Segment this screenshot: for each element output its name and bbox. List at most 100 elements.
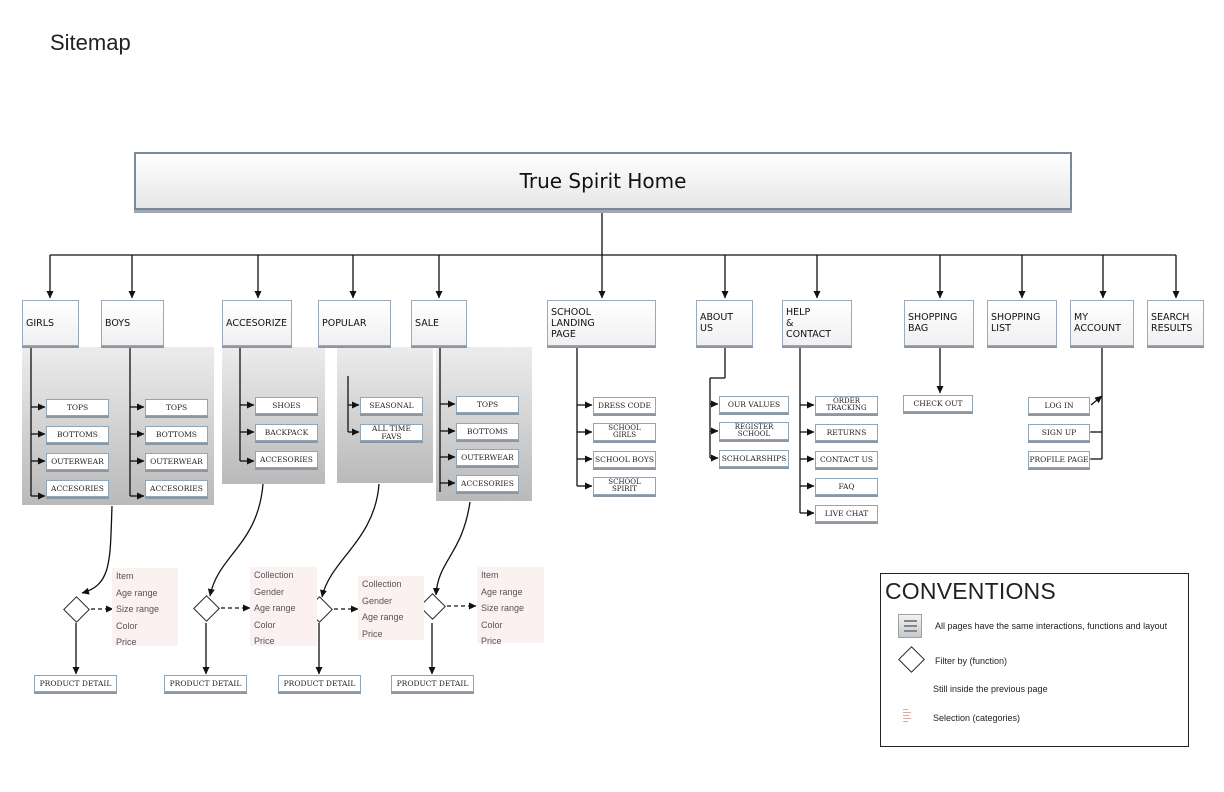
convention-same-layout-text: All pages have the same interactions, fu… <box>935 621 1168 631</box>
register-school-line-1: REGISTER <box>734 422 774 431</box>
school-boys-page[interactable]: SCHOOL BOYS <box>593 451 656 468</box>
faq-page[interactable]: FAQ <box>815 478 878 495</box>
nav-boys[interactable]: BOYS <box>101 300 164 346</box>
nav-accesorize-label: ACCESORIZE <box>226 317 288 329</box>
filter-option[interactable]: Price <box>362 628 383 639</box>
filter-option[interactable]: Age range <box>362 612 404 622</box>
our-values-page[interactable]: OUR VALUES <box>719 396 789 413</box>
all-time-favs-page[interactable]: ALL TIME FAVS <box>360 424 423 441</box>
returns-page[interactable]: RETURNS <box>815 424 878 441</box>
sale-accesories-page[interactable]: ACCESORIES <box>456 475 519 492</box>
apparel-filter-diamond-icon[interactable] <box>63 596 90 623</box>
filter-option[interactable]: Color <box>116 620 138 631</box>
girls-tops-page[interactable]: TOPS <box>46 399 109 416</box>
accesorize-filter-diamond-icon[interactable] <box>193 595 220 622</box>
seasonal-page[interactable]: SEASONAL <box>360 397 423 414</box>
sale-product-detail-page[interactable]: PRODUCT DETAIL <box>391 675 474 692</box>
apparel-product-detail-page[interactable]: PRODUCT DETAIL <box>34 675 117 692</box>
boys-outerwear-page[interactable]: OUTERWEAR <box>145 453 208 470</box>
girls-bottoms-page[interactable]: BOTTOMS <box>46 426 109 443</box>
school-spirit-line-2: SPIRIT <box>612 485 637 493</box>
sale-tops-page[interactable]: TOPS <box>456 396 519 413</box>
convention-still-inside-text: Still inside the previous page <box>933 684 1048 694</box>
page-title: Sitemap <box>50 30 131 55</box>
boys-accesories-page[interactable]: ACCESORIES <box>145 480 208 497</box>
nav-help-contact[interactable]: HELP&CONTACT <box>782 300 852 346</box>
nav-help-label: HELP&CONTACT <box>786 307 831 340</box>
school-girls-line-1: SCHOOL <box>608 423 641 432</box>
accesorize-product-detail-page[interactable]: PRODUCT DETAIL <box>164 675 247 692</box>
girls-outerwear-page[interactable]: OUTERWEAR <box>46 453 109 470</box>
home-node[interactable]: True Spirit Home <box>134 152 1072 210</box>
nav-help-line-1: HELP <box>786 306 811 318</box>
nav-shopping-bag-line-1: SHOPPING <box>908 312 958 323</box>
filter-option[interactable]: Size range <box>481 603 525 613</box>
dress-code-page[interactable]: DRESS CODE <box>593 397 656 414</box>
popular-product-detail-page[interactable]: PRODUCT DETAIL <box>278 675 361 692</box>
filter-option[interactable]: Gender <box>254 586 285 597</box>
order-tracking-line-2: TRACKING <box>826 404 867 412</box>
boys-bottoms-page[interactable]: BOTTOMS <box>145 426 208 443</box>
nav-shopping-bag-line-2: BAG <box>908 323 929 334</box>
filter-option[interactable]: Age range <box>481 586 523 597</box>
nav-search-results-line-2: RESULTS <box>1151 323 1193 334</box>
filter-option[interactable]: Price <box>116 637 137 647</box>
filter-option[interactable]: Price <box>254 636 275 646</box>
conventions-legend <box>880 573 1189 747</box>
log-in-page[interactable]: LOG IN <box>1028 397 1090 414</box>
nav-popular-label: POPULAR <box>322 317 367 329</box>
contact-us-page[interactable]: CONTACT US <box>815 451 878 468</box>
sign-up-page[interactable]: SIGN UP <box>1028 424 1090 441</box>
accesories-page[interactable]: ACCESORIES <box>255 451 318 468</box>
girls-accesories-page[interactable]: ACCESORIES <box>46 480 109 497</box>
live-chat-page[interactable]: LIVE CHAT <box>815 505 878 522</box>
filter-option[interactable]: Age range <box>254 603 296 613</box>
popular-filter-list: Collection Gender Age range Price <box>358 576 424 640</box>
nav-girls[interactable]: GIRLS <box>22 300 79 346</box>
nav-search-results-line-1: SEARCH <box>1151 312 1190 323</box>
nav-accesorize[interactable]: ACCESORIZE <box>222 300 292 346</box>
scholarships-page[interactable]: SCHOLARSHIPS <box>719 450 789 467</box>
filter-option[interactable]: Item <box>116 571 134 581</box>
nav-sale[interactable]: SALE <box>411 300 467 346</box>
nav-help-line-3: CONTACT <box>786 328 832 340</box>
nav-girls-label: GIRLS <box>26 317 55 329</box>
filter-option[interactable]: Color <box>254 619 276 630</box>
check-out-page[interactable]: CHECK OUT <box>903 395 973 412</box>
filter-option[interactable]: Gender <box>362 595 393 606</box>
filter-option[interactable]: Color <box>481 619 503 630</box>
sale-bottoms-page[interactable]: BOTTOMS <box>456 423 519 440</box>
selection-list-icon <box>902 708 914 726</box>
filter-option[interactable]: Collection <box>362 579 402 589</box>
filter-option[interactable]: Age range <box>116 587 158 598</box>
backpack-page[interactable]: BACKPACK <box>255 424 318 441</box>
filter-option[interactable]: Size range <box>116 604 160 614</box>
shoes-page[interactable]: SHOES <box>255 397 318 414</box>
filter-option[interactable]: Item <box>481 570 499 580</box>
nav-my-account-line-2: ACCOUNT <box>1074 323 1121 334</box>
profile-page[interactable]: PROFILE PAGE <box>1028 451 1090 468</box>
filter-option[interactable]: Collection <box>254 570 294 580</box>
sale-outerwear-page[interactable]: OUTERWEAR <box>456 449 519 466</box>
nav-popular[interactable]: POPULAR <box>318 300 391 346</box>
convention-filter-text: Filter by (function) <box>935 656 1008 666</box>
boys-tops-page[interactable]: TOPS <box>145 399 208 416</box>
nav-shopping-list-line-1: SHOPPING <box>991 312 1041 323</box>
filter-option[interactable]: Price <box>481 636 502 646</box>
